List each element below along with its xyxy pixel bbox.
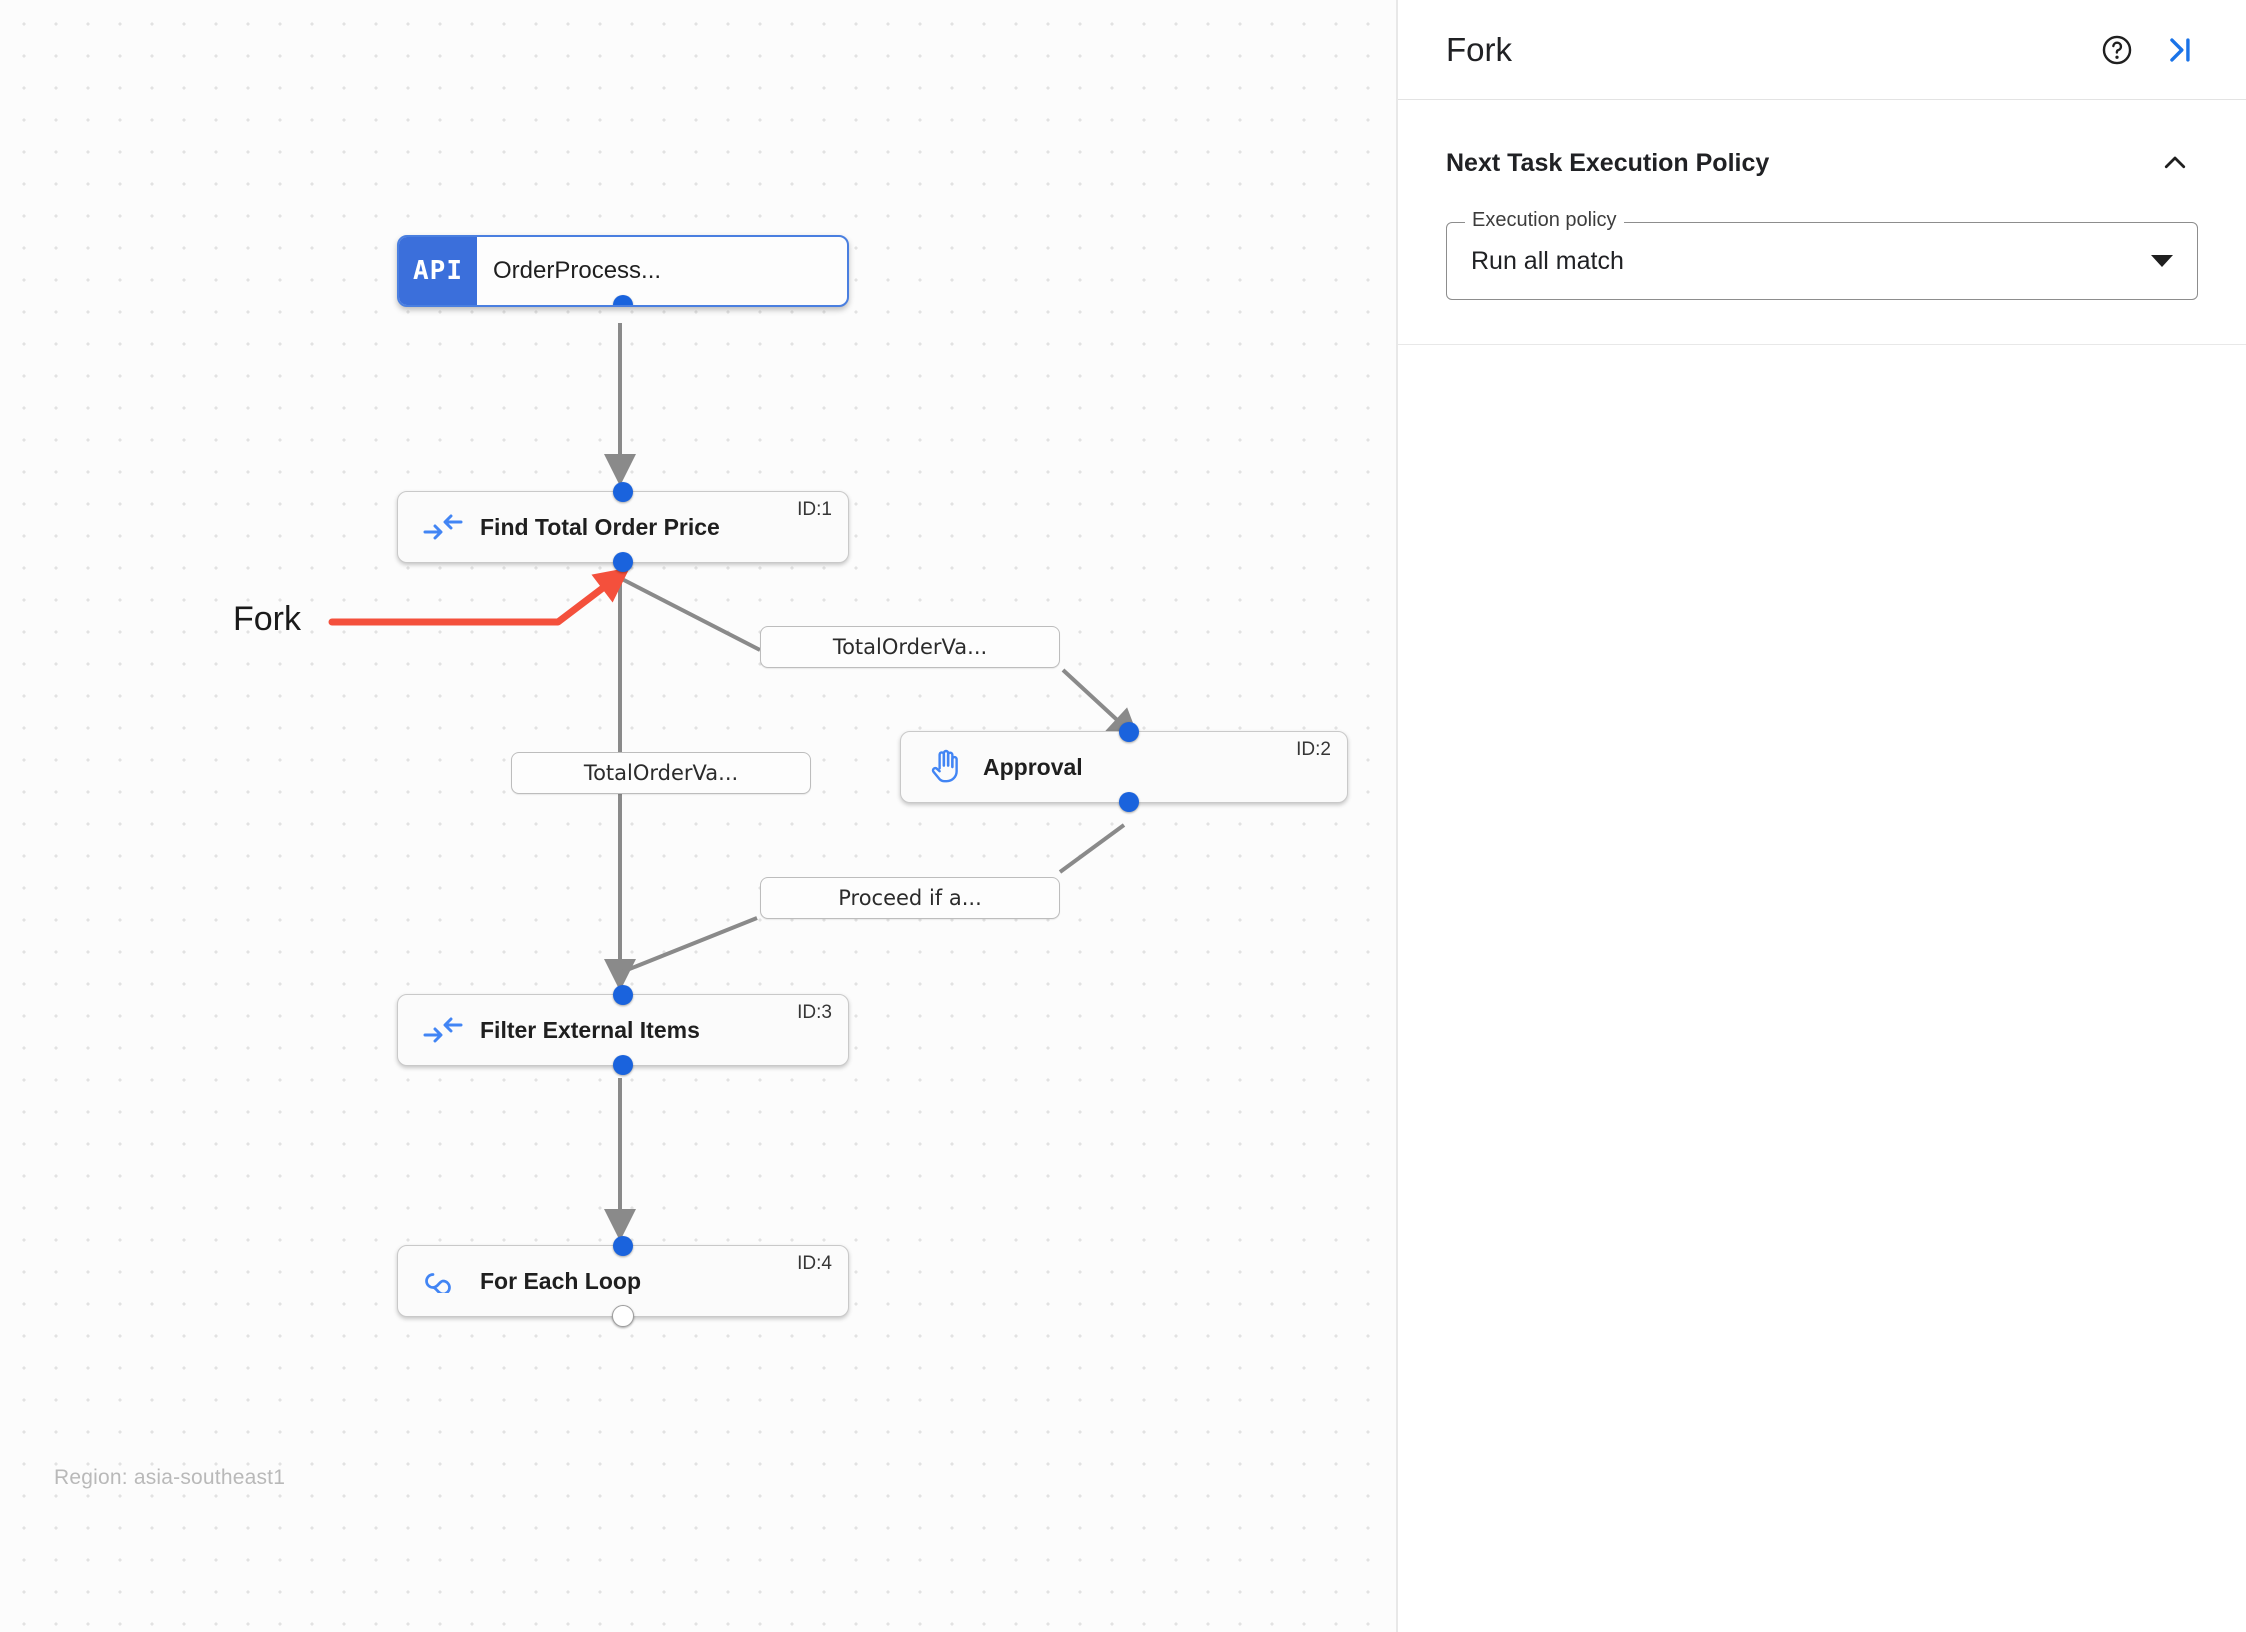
node-approval-input-handle[interactable]	[1119, 722, 1139, 742]
panel-header: Fork	[1398, 0, 2246, 100]
edge-label-approval-proceed[interactable]: Proceed if a...	[760, 877, 1060, 919]
node-filter-external-items-output-handle[interactable]	[613, 1055, 633, 1075]
node-find-total-order-price-input-handle[interactable]	[613, 482, 633, 502]
node-approval-label: Approval	[983, 753, 1083, 780]
edge-label-to-approval[interactable]: TotalOrderVa...	[760, 626, 1060, 668]
node-find-total-order-price-id: ID:1	[797, 499, 832, 520]
node-approval[interactable]: Approval ID:2	[900, 722, 1348, 812]
node-filter-external-items-input-handle[interactable]	[613, 985, 633, 1005]
arrows-collapse-icon	[416, 514, 470, 540]
node-orderprocess-title: OrderProcess...	[493, 257, 662, 284]
node-find-total-order-price-label: Find Total Order Price	[480, 513, 720, 540]
execution-policy-value: Run all match	[1471, 246, 1624, 275]
section-header[interactable]: Next Task Execution Policy	[1446, 140, 2198, 186]
node-for-each-loop-input-handle[interactable]	[613, 1236, 633, 1256]
execution-policy-select[interactable]: Execution policy Run all match	[1446, 210, 2198, 300]
node-filter-external-items[interactable]: Filter External Items ID:3	[397, 985, 849, 1075]
node-find-total-order-price[interactable]: Find Total Order Price ID:1	[397, 482, 849, 572]
caret-down-icon[interactable]	[2151, 255, 2173, 267]
section-title: Next Task Execution Policy	[1446, 148, 1770, 177]
api-badge-icon: API	[399, 237, 477, 305]
properties-panel: Fork Next Task Execution Policy	[1398, 0, 2246, 1632]
collapse-panel-icon[interactable]	[2156, 27, 2202, 73]
node-for-each-loop-id: ID:4	[797, 1253, 832, 1274]
node-for-each-loop-output-handle[interactable]	[612, 1305, 634, 1327]
annotation-label-fork: Fork	[233, 600, 301, 638]
node-for-each-loop[interactable]: For Each Loop ID:4	[397, 1236, 849, 1327]
node-for-each-loop-label: For Each Loop	[480, 1267, 641, 1294]
infinity-loop-icon	[416, 1269, 470, 1293]
panel-title: Fork	[1446, 30, 1512, 68]
node-filter-external-items-label: Filter External Items	[480, 1016, 700, 1043]
node-orderprocess-output-handle[interactable]	[613, 295, 633, 305]
chevron-up-icon[interactable]	[2152, 140, 2198, 186]
edge-label-to-filter[interactable]: TotalOrderVa...	[511, 752, 811, 794]
help-circle-icon[interactable]	[2094, 27, 2140, 73]
annotation-arrow	[328, 567, 630, 626]
execution-policy-label: Execution policy	[1465, 210, 1624, 230]
next-task-execution-policy-section: Next Task Execution Policy Execution pol…	[1398, 100, 2246, 345]
node-approval-id: ID:2	[1296, 739, 1331, 760]
arrows-collapse-icon	[416, 1017, 470, 1043]
node-orderprocess[interactable]: API OrderProcess...	[397, 235, 849, 307]
workflow-canvas[interactable]: API OrderProcess... Find Total Order Pri…	[0, 0, 1398, 1632]
hand-raised-icon	[919, 748, 973, 786]
node-approval-output-handle[interactable]	[1119, 792, 1139, 812]
node-filter-external-items-id: ID:3	[797, 1002, 832, 1023]
node-find-total-order-price-fork-handle[interactable]	[613, 552, 633, 572]
region-label: Region: asia-southeast1	[54, 1466, 286, 1489]
